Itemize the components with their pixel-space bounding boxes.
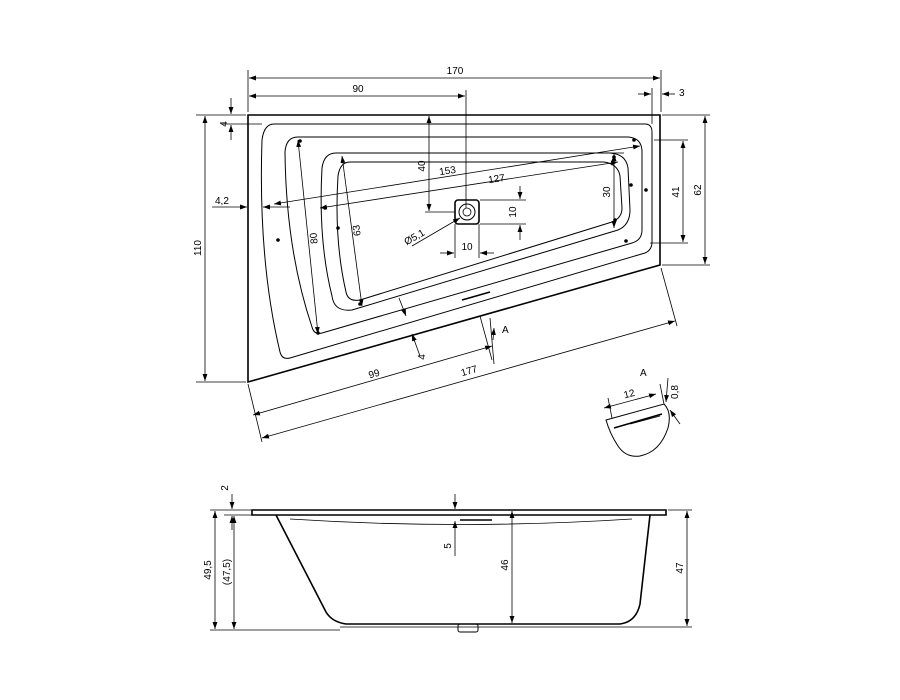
dim-drain-box-height: 10 — [508, 206, 519, 218]
dim-lower-outer: 177 — [460, 364, 479, 379]
dim-drain-y: 40 — [417, 160, 428, 172]
dim-right-height-mid: 41 — [671, 186, 682, 198]
detail-a-profile — [605, 403, 670, 457]
dim-side-overflow-offset: 5 — [443, 543, 454, 549]
dim-lower-offset: 4 — [417, 354, 428, 360]
side-inner-contour — [289, 518, 633, 525]
dim-side-inner-height: (47,5) — [222, 559, 233, 585]
dim-overall-length: 170 — [447, 66, 464, 77]
dim-left-height-inner: 63 — [351, 224, 364, 237]
dim-detail-width: 12 — [623, 388, 637, 401]
dim-rim-top: 4 — [219, 121, 230, 127]
side-drain-fitting — [457, 623, 479, 633]
dim-side-total-height: 49,5 — [203, 560, 214, 580]
dim-rim-right: 3 — [679, 88, 685, 99]
dim-right-height-inner: 30 — [602, 186, 613, 198]
detail-a: A 12 0,8 — [603, 368, 681, 457]
reference-points — [276, 138, 648, 335]
dim-detail-thickness: 0,8 — [670, 385, 681, 399]
dim-left-height-outer: 80 — [308, 232, 320, 245]
dim-drain-box-width: 10 — [461, 242, 473, 253]
dim-to-drain-x: 90 — [352, 84, 364, 95]
bathtub-outer-rim — [247, 114, 661, 384]
top-view: 170 90 3 4 110 4,2 40 153 127 — [193, 66, 710, 443]
dim-side-right-height: 47 — [675, 562, 686, 574]
side-view: 2 49,5 (47,5) 5 46 47 — [203, 485, 692, 633]
dim-inner-diag-short: 127 — [488, 173, 507, 187]
bathtub-floor — [336, 161, 623, 301]
dim-right-height-outer: 62 — [693, 184, 704, 196]
dim-overall-width: 110 — [193, 240, 204, 256]
dim-lower-inner: 99 — [367, 368, 381, 382]
dim-inner-diag-long: 153 — [439, 165, 458, 179]
dim-side-rim: 2 — [220, 485, 231, 491]
section-marker-a: A — [502, 325, 509, 336]
drain-icon — [454, 199, 480, 225]
dim-side-center-depth: 46 — [500, 559, 511, 571]
side-rim — [251, 509, 667, 516]
side-body — [275, 514, 651, 625]
dim-drain-diameter: Ø5,1 — [403, 227, 428, 248]
overflow-slot — [461, 291, 491, 301]
dim-left-offset: 4,2 — [215, 196, 229, 207]
detail-a-title: A — [640, 368, 647, 379]
